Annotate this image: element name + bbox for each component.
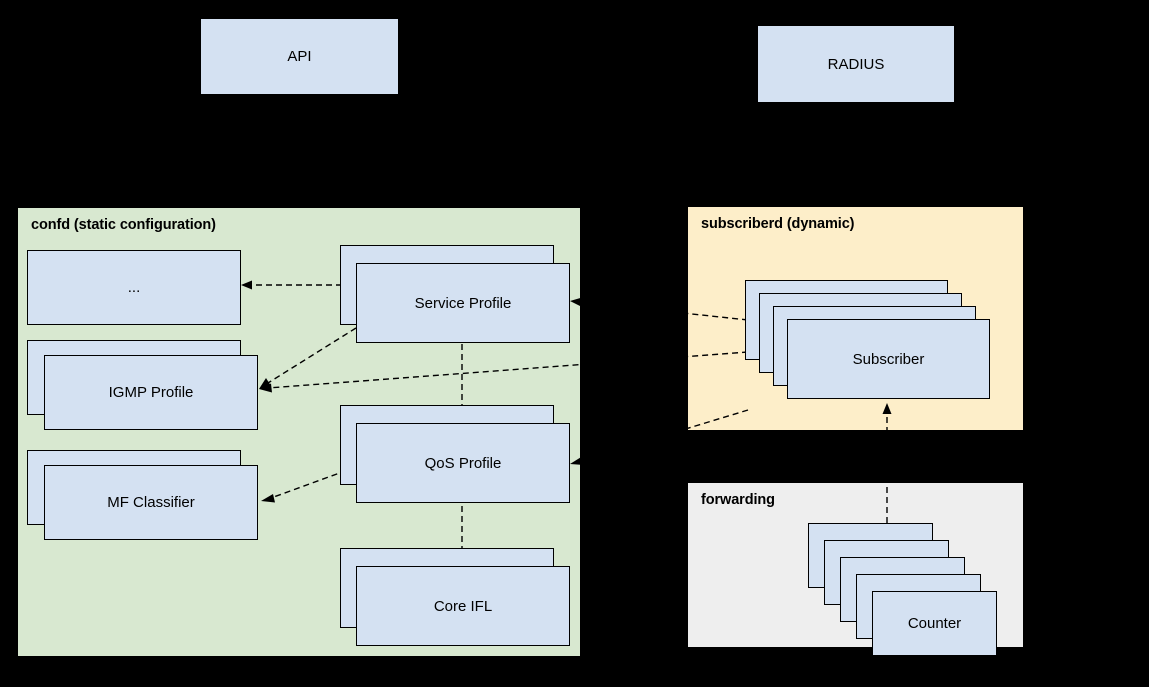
node-service-profile-front[interactable]: Service Profile bbox=[356, 263, 570, 343]
gutter-mask-vertical bbox=[687, 431, 1024, 482]
node-igmp-profile-stack[interactable]: IGMP Profile bbox=[27, 340, 258, 430]
node-igmp-profile-front[interactable]: IGMP Profile bbox=[44, 355, 258, 430]
panel-subscriberd-title: subscriberd (dynamic) bbox=[701, 216, 855, 232]
node-qos-profile-front[interactable]: QoS Profile bbox=[356, 423, 570, 503]
gutter-mask-top bbox=[0, 0, 1149, 206]
node-counter-stack[interactable]: Counter bbox=[808, 523, 997, 656]
node-subscriber-label: Subscriber bbox=[852, 350, 925, 368]
node-api-label: API bbox=[287, 48, 312, 65]
node-mf-classifier-stack[interactable]: MF Classifier bbox=[27, 450, 258, 540]
node-ellipsis-label: ... bbox=[127, 279, 141, 296]
node-service-profile-label: Service Profile bbox=[414, 294, 512, 312]
node-counter-front[interactable]: Counter bbox=[872, 591, 997, 656]
node-subscriber-front[interactable]: Subscriber bbox=[787, 319, 990, 399]
panel-forwarding-title: forwarding bbox=[701, 492, 775, 508]
node-core-ifl-label: Core IFL bbox=[433, 597, 493, 615]
node-radius[interactable]: RADIUS bbox=[757, 25, 955, 103]
panel-confd-title: confd (static configuration) bbox=[31, 217, 216, 233]
node-igmp-profile-label: IGMP Profile bbox=[108, 384, 194, 401]
node-radius-label: RADIUS bbox=[827, 55, 885, 73]
node-ellipsis-stack[interactable]: ... bbox=[27, 250, 241, 325]
node-subscriber-stack[interactable]: Subscriber bbox=[745, 280, 990, 399]
node-api[interactable]: API bbox=[200, 18, 399, 95]
node-counter-label: Counter bbox=[907, 615, 962, 632]
node-ellipsis-front[interactable]: ... bbox=[27, 250, 241, 325]
node-service-profile-stack[interactable]: Service Profile bbox=[340, 245, 570, 343]
node-core-ifl-front[interactable]: Core IFL bbox=[356, 566, 570, 646]
node-mf-classifier-label: MF Classifier bbox=[107, 494, 195, 511]
node-qos-profile-label: QoS Profile bbox=[424, 454, 502, 472]
node-qos-profile-stack[interactable]: QoS Profile bbox=[340, 405, 570, 503]
node-core-ifl-stack[interactable]: Core IFL bbox=[340, 548, 570, 646]
gutter-mask-bottom bbox=[0, 657, 1149, 687]
node-mf-classifier-front[interactable]: MF Classifier bbox=[44, 465, 258, 540]
